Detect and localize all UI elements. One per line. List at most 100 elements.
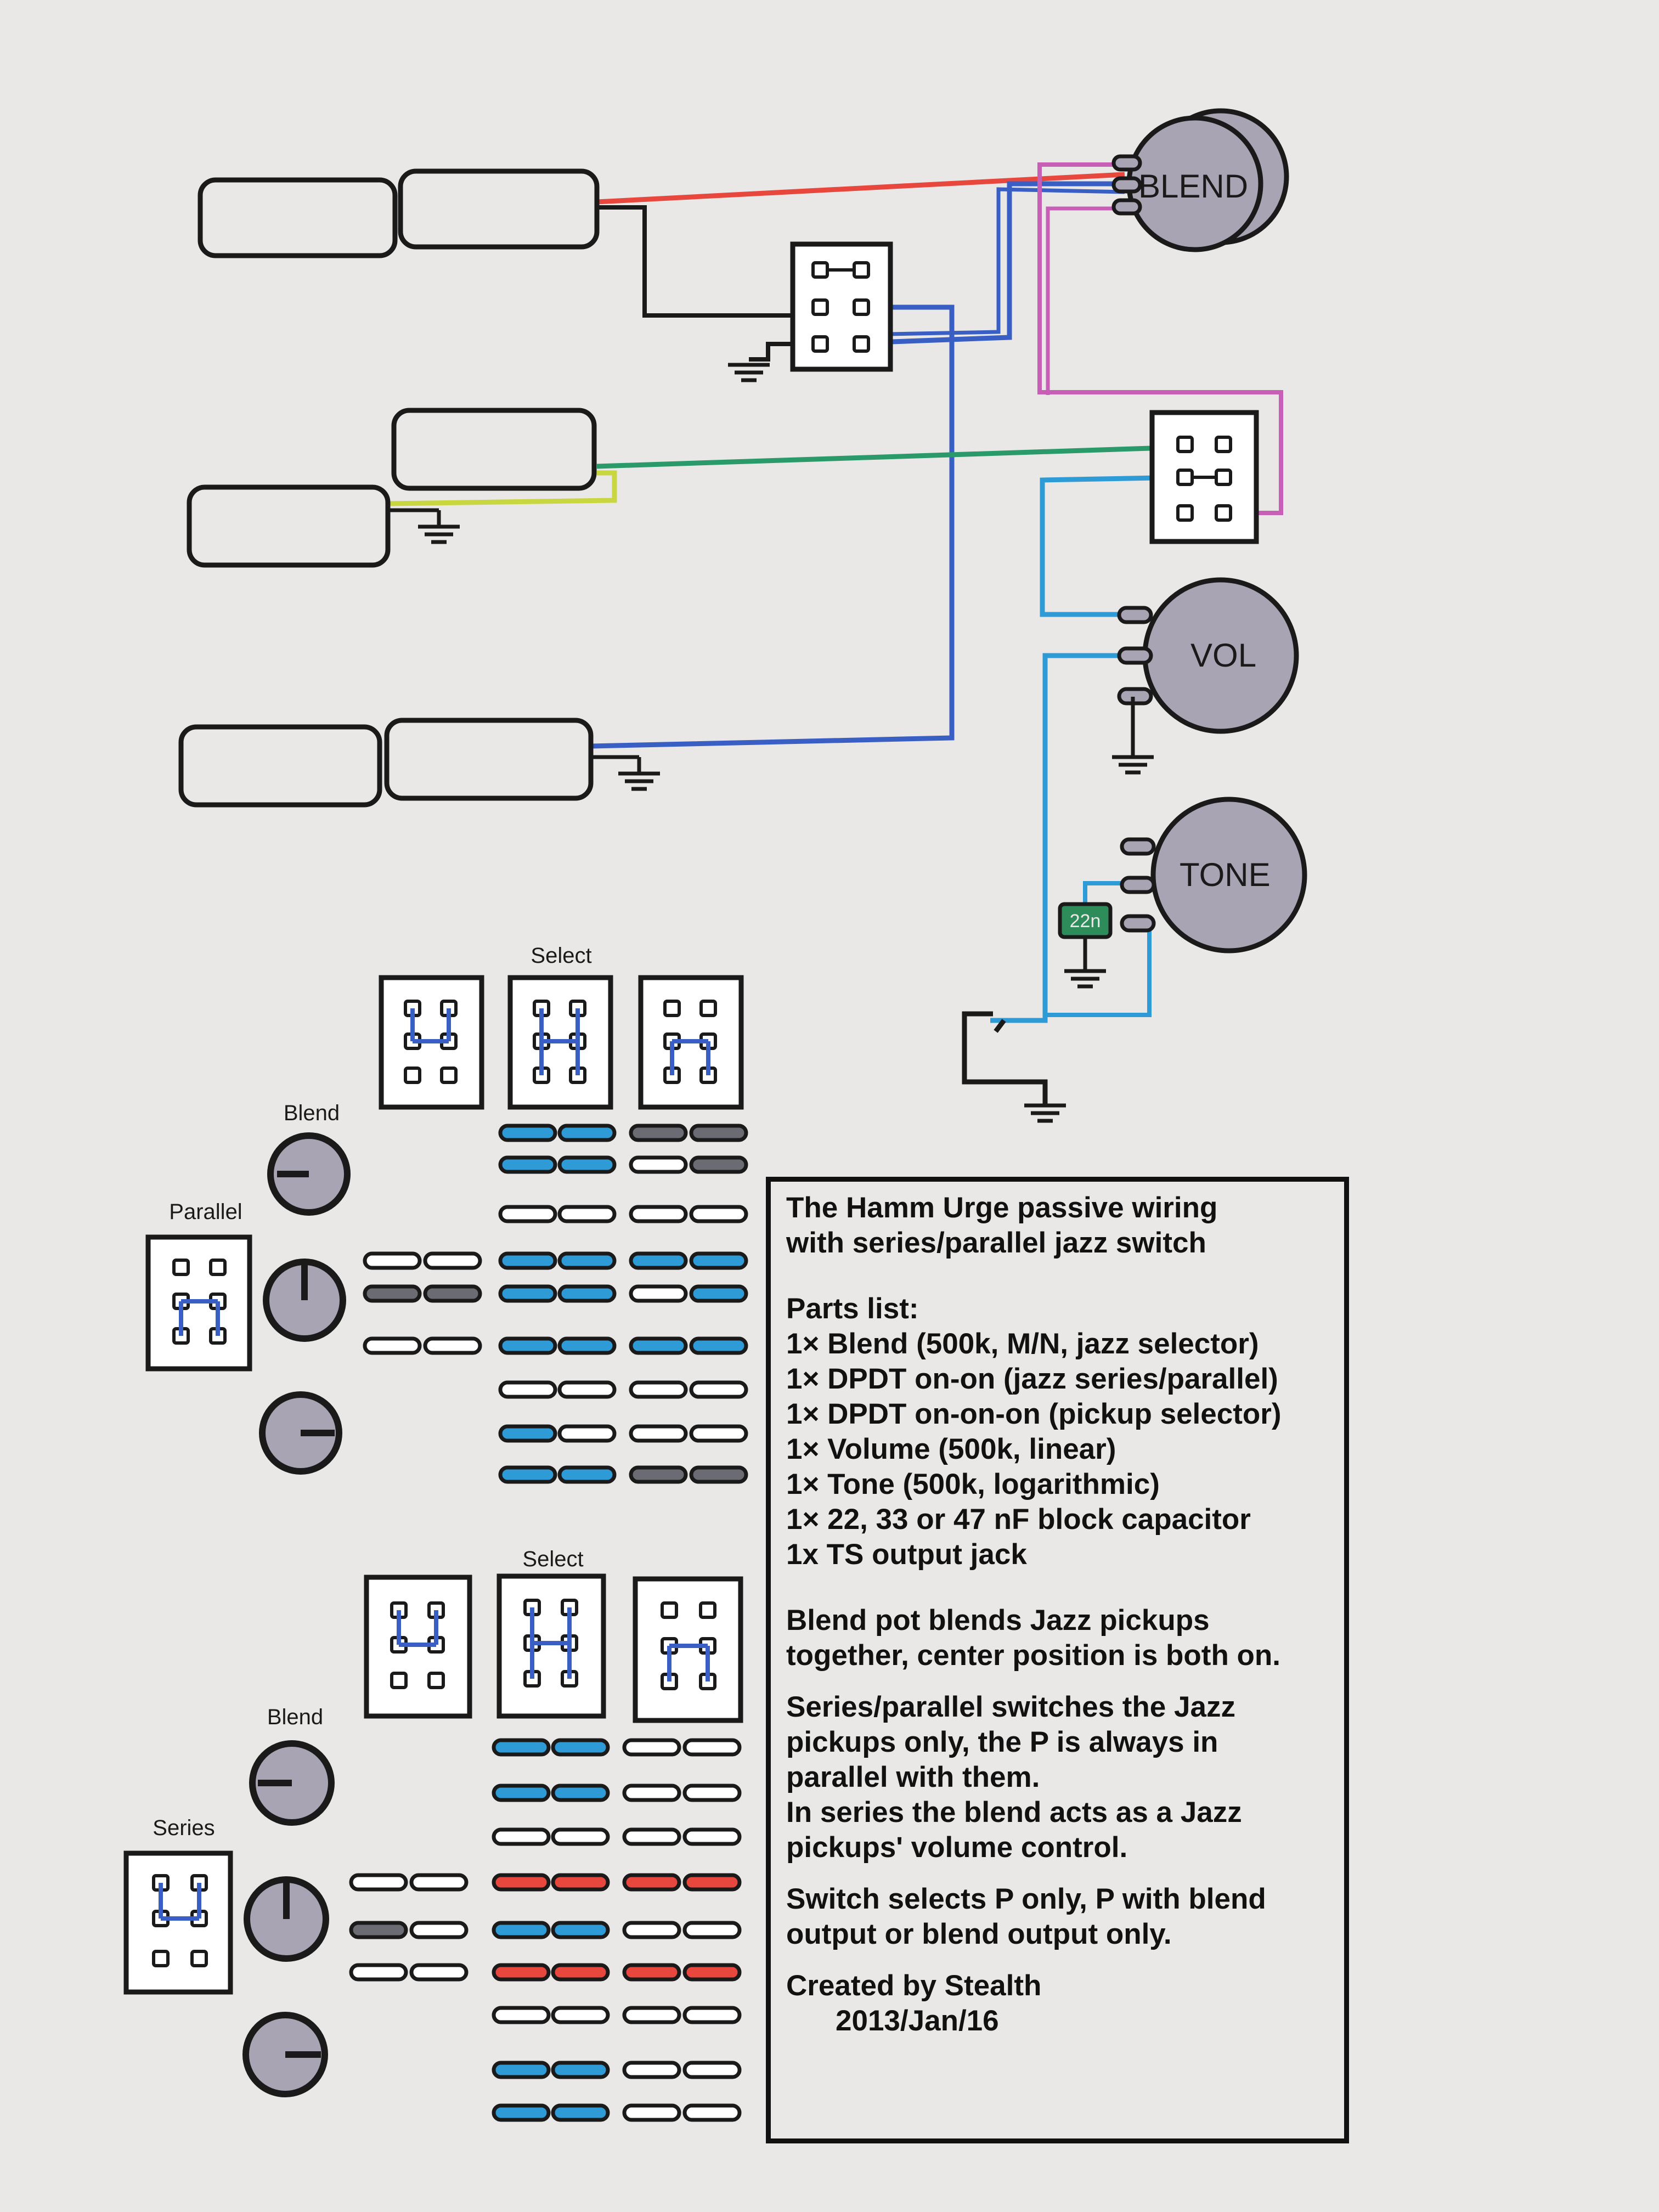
- series-label: Series: [153, 1816, 215, 1840]
- contact-pill: [682, 1827, 742, 1846]
- black-wire: [597, 205, 820, 318]
- parts-item: 1x TS output jack: [786, 1538, 1027, 1571]
- contact-pill: [557, 1424, 617, 1443]
- parts-item: 1× Tone (500k, logarithmic): [786, 1468, 1160, 1500]
- contact-pill: [557, 1124, 617, 1142]
- contact-pill: [622, 1873, 681, 1892]
- pickup-select-switch: [1149, 410, 1259, 544]
- contact-pill: [409, 1963, 469, 1982]
- contact-pill: [498, 1124, 557, 1142]
- note-series-line-4: In series the blend acts as a Jazz: [786, 1796, 1242, 1829]
- contact-pill: [629, 1284, 688, 1303]
- contact-pill: [557, 1284, 617, 1303]
- ground-symbol: [618, 774, 660, 789]
- tone-pot: TONE: [1120, 797, 1307, 953]
- info-box: The Hamm Urge passive wiring with series…: [766, 1177, 1349, 2143]
- contact-pill: [682, 1963, 742, 1982]
- contact-pill: [551, 1827, 610, 1846]
- date: 2013/Jan/16: [836, 2005, 999, 2037]
- contact-pill: [492, 1963, 551, 1982]
- magenta-wire-2: [1046, 206, 1125, 395]
- contact-pill: [423, 1336, 482, 1355]
- note-series-line-2: pickups only, the P is always in: [786, 1726, 1218, 1758]
- contact-pill: [498, 1424, 557, 1443]
- contact-pill: [689, 1465, 748, 1484]
- contact-pill: [349, 1963, 408, 1982]
- blue-wire-switch: [591, 304, 955, 749]
- note-blend-line-2: together, center position is both on.: [786, 1639, 1281, 1672]
- contact-pill: [492, 1827, 551, 1846]
- contact-pill: [551, 2061, 610, 2079]
- volume-pot-label: VOL: [1190, 637, 1256, 674]
- output-jack: [962, 1011, 1048, 1105]
- contact-pill: [492, 1921, 551, 1939]
- parts-item: 1× DPDT on-on-on (pickup selector): [786, 1398, 1282, 1430]
- switch-diagram-parallel: [145, 1234, 252, 1372]
- parts-heading: Parts list:: [786, 1293, 919, 1325]
- note-blend-line-1: Blend pot blends Jazz pickups: [786, 1604, 1210, 1637]
- contact-pill: [423, 1284, 482, 1303]
- credit: Created by Stealth: [786, 1970, 1042, 2002]
- jazz-neck-pickup: [178, 718, 594, 808]
- contact-pill: [551, 2103, 610, 2122]
- contact-pill: [622, 1963, 681, 1982]
- contact-pill: [689, 1380, 748, 1399]
- contact-pill: [622, 1921, 681, 1939]
- capacitor: 22n: [1058, 902, 1113, 939]
- jazz-bridge-pickup: [198, 168, 600, 258]
- blend-knob-diagrams-bottom: [242, 1740, 335, 2097]
- blue-wire-blend: [861, 181, 1125, 346]
- contact-pill: [622, 1784, 681, 1802]
- parts-item: 1× Blend (500k, M/N, jazz selector): [786, 1328, 1259, 1360]
- contact-pill: [498, 1336, 557, 1355]
- contact-pill: [363, 1336, 422, 1355]
- contact-pill: [689, 1336, 748, 1355]
- contact-pill: [682, 2006, 742, 2024]
- contact-pill: [551, 1738, 610, 1757]
- contact-pill: [682, 1784, 742, 1802]
- contact-pill: [689, 1155, 748, 1174]
- contact-pill: [629, 1380, 688, 1399]
- contact-pill: [682, 1873, 742, 1892]
- green-wire: [596, 444, 1186, 469]
- switch-diagram-select-3: [638, 975, 744, 1110]
- magenta-wire: [1037, 162, 1283, 515]
- note-series-line-1: Series/parallel switches the Jazz: [786, 1691, 1235, 1723]
- contact-pill: [423, 1251, 482, 1270]
- contact-pill: [498, 1251, 557, 1270]
- contact-pill: [551, 1873, 610, 1892]
- note-switch-line-1: Switch selects P only, P with blend: [786, 1883, 1266, 1915]
- switch-diagram-select-6: [633, 1576, 743, 1723]
- contact-pill: [363, 1251, 422, 1270]
- contact-pill: [498, 1284, 557, 1303]
- contact-pill: [551, 1921, 610, 1939]
- contact-pill: [689, 1284, 748, 1303]
- contact-pill: [498, 1205, 557, 1223]
- contact-pill: [682, 1921, 742, 1939]
- contact-pill: [629, 1124, 688, 1142]
- blend-knob-diagrams-top: [259, 1132, 351, 1475]
- ground-symbol: [1064, 971, 1106, 986]
- contact-pill: [557, 1465, 617, 1484]
- contact-pill: [492, 2006, 551, 2024]
- contact-pill: [492, 1738, 551, 1757]
- contact-pill: [622, 2061, 681, 2079]
- red-wire: [596, 172, 1125, 205]
- select-label-top: Select: [531, 944, 591, 968]
- contact-pill: [492, 2103, 551, 2122]
- contact-pill: [629, 1205, 688, 1223]
- contact-pill: [689, 1124, 748, 1142]
- switch-diagram-select-2: [507, 975, 613, 1110]
- contact-pill: [622, 2006, 681, 2024]
- lightblue-wire-tone-2: [1045, 922, 1152, 1017]
- ground-symbol: [418, 527, 460, 542]
- contact-pill: [682, 2061, 742, 2079]
- parts-item: 1× Volume (500k, linear): [786, 1433, 1116, 1465]
- contact-pill: [498, 1155, 557, 1174]
- blend-label-top: Blend: [284, 1101, 340, 1125]
- contact-pill: [492, 2061, 551, 2079]
- ground-symbol: [1112, 757, 1154, 772]
- blend-pot: BLEND: [1111, 108, 1289, 252]
- note-series-line-5: pickups' volume control.: [786, 1831, 1128, 1864]
